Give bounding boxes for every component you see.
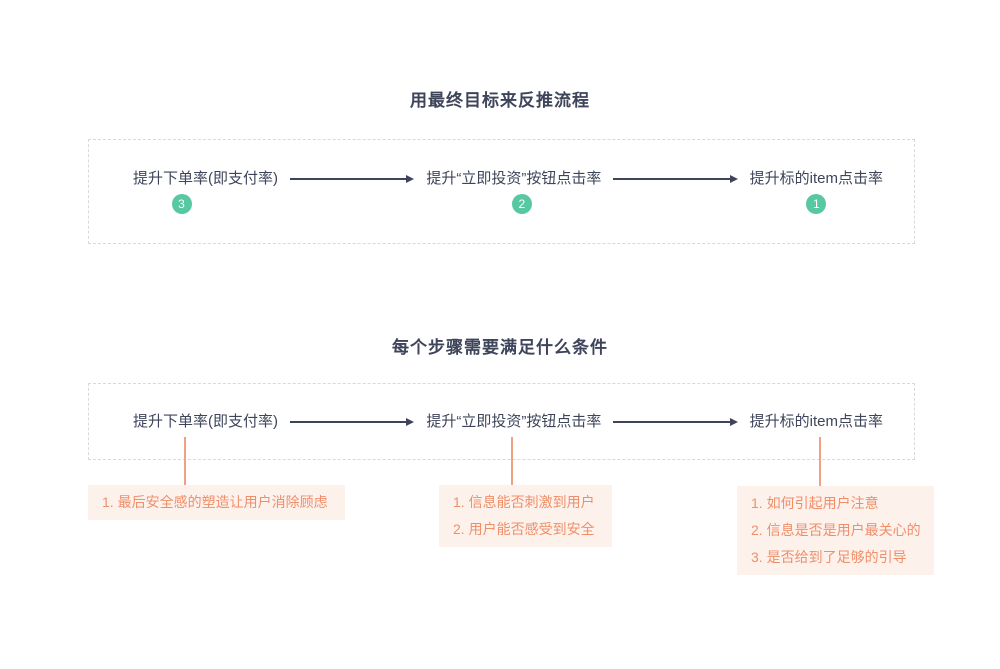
condition-note-order-rate: 1. 最后安全感的塑造让用户消除顾虑 (88, 485, 345, 520)
arrow-right-icon (290, 417, 415, 426)
arrow-right-icon (290, 174, 415, 183)
step-label: 提升下单率(即支付率) (133, 170, 278, 187)
goal-section-title: 用最终目标来反推流程 (410, 91, 590, 110)
flow-step-item-click: 提升标的item点击率 (750, 414, 883, 430)
step-label: 提升标的item点击率 (749, 413, 883, 430)
connector-line (184, 437, 186, 485)
condition-note-item-click: 1. 如何引起用户注意 2. 信息是否是用户最关心的 3. 是否给到了足够的引导 (737, 486, 934, 575)
conditions-flow-box: 提升下单率(即支付率) 提升“立即投资”按钮点击率 提升标的item点击率 (88, 383, 915, 460)
arrow-right-icon (613, 417, 738, 426)
flow-step-invest-button: 提升“立即投资”按钮点击率 2 (426, 171, 601, 214)
flow-step-order-rate: 提升下单率(即支付率) 3 (133, 171, 278, 214)
step-label: 提升“立即投资”按钮点击率 (426, 170, 602, 187)
arrow-right-icon (613, 174, 738, 183)
step-label: 提升下单率(即支付率) (133, 413, 278, 430)
condition-note-line: 2. 信息是否是用户最关心的 (751, 522, 921, 538)
condition-note-line: 1. 信息能否刺激到用户 (453, 494, 595, 510)
connector-line (819, 437, 821, 486)
condition-note-invest-button: 1. 信息能否刺激到用户 2. 用户能否感受到安全 (439, 485, 612, 547)
step-label: 提升“立即投资”按钮点击率 (426, 413, 602, 430)
flow-step-invest-button: 提升“立即投资”按钮点击率 (426, 414, 601, 430)
step-priority-badge: 1 (806, 194, 827, 214)
condition-note-line: 3. 是否给到了足够的引导 (751, 549, 907, 565)
step-priority-badge: 3 (171, 194, 192, 214)
flow-step-order-rate: 提升下单率(即支付率) (133, 414, 278, 430)
connector-line (511, 437, 513, 485)
step-priority-badge: 2 (511, 194, 532, 214)
condition-note-line: 1. 如何引起用户注意 (751, 495, 879, 511)
condition-note-line: 1. 最后安全感的塑造让用户消除顾虑 (102, 494, 328, 510)
conditions-section-title: 每个步骤需要满足什么条件 (392, 338, 608, 357)
flow-step-item-click: 提升标的item点击率 1 (750, 171, 883, 214)
condition-note-line: 2. 用户能否感受到安全 (453, 521, 595, 537)
step-label: 提升标的item点击率 (749, 170, 883, 187)
goal-flow-box: 提升下单率(即支付率) 3 提升“立即投资”按钮点击率 2 提升标的item点击… (88, 139, 915, 244)
